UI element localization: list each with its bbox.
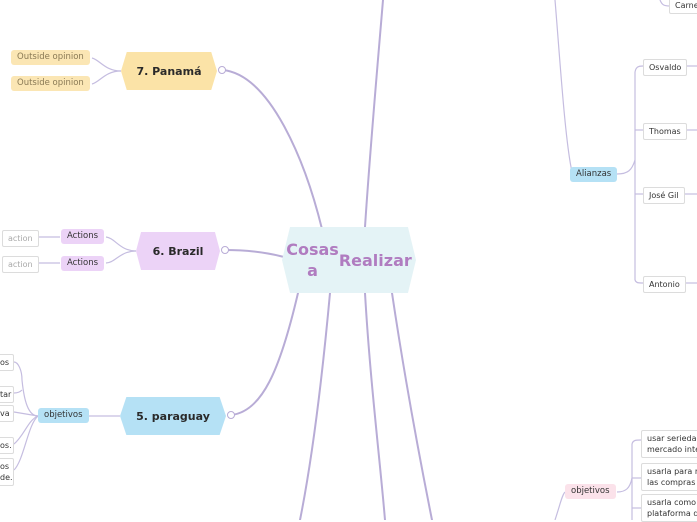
- clipped-item-2[interactable]: tar: [0, 386, 14, 403]
- topic-paraguay[interactable]: 5. paraguay: [120, 397, 226, 435]
- subtopic-carne-clipped[interactable]: Carne: [669, 0, 697, 14]
- collapse-toggle-paraguay[interactable]: [227, 411, 235, 419]
- central-topic-line2: Realizar: [338, 250, 412, 270]
- subtopic-outside-opinion-1[interactable]: Outside opinion: [11, 50, 90, 65]
- objetivo-item-2[interactable]: usarla para re las compras: [641, 463, 697, 491]
- collapse-toggle-brazil[interactable]: [221, 246, 229, 254]
- topic-brazil[interactable]: 6. Brazil: [136, 232, 220, 270]
- action-item-2[interactable]: action: [2, 256, 39, 273]
- clipped-item-4[interactable]: os.: [0, 437, 14, 454]
- clipped-item-3[interactable]: va: [0, 405, 14, 422]
- central-topic[interactable]: Cosas a Realizar: [282, 227, 416, 293]
- person-antonio[interactable]: Antonio: [643, 276, 686, 293]
- central-topic-line1: Cosas a: [286, 240, 339, 280]
- subtopic-actions-2[interactable]: Actions: [61, 256, 105, 271]
- clipped-item-1[interactable]: os: [0, 354, 14, 371]
- subtopic-outside-opinion-2[interactable]: Outside opinion: [11, 76, 90, 91]
- person-osvaldo[interactable]: Osvaldo: [643, 59, 688, 76]
- objetivo-item-1[interactable]: usar seriedad mercado inter: [641, 430, 697, 458]
- collapse-toggle-panama[interactable]: [218, 66, 226, 74]
- subtopic-actions-1[interactable]: Actions: [61, 229, 105, 244]
- topic-panama[interactable]: 7. Panamá: [121, 52, 217, 90]
- person-jose-gil[interactable]: José Gil: [643, 187, 685, 204]
- action-item-1[interactable]: action: [2, 230, 39, 247]
- subtopic-alianzas[interactable]: Alianzas: [570, 167, 618, 182]
- subtopic-objetivos-left[interactable]: objetivos: [38, 408, 89, 423]
- clipped-item-5[interactable]: os de.: [0, 458, 14, 486]
- person-thomas[interactable]: Thomas: [643, 123, 687, 140]
- subtopic-objetivos-right[interactable]: objetivos: [565, 484, 616, 499]
- objetivo-item-3[interactable]: usarla como plataforma de: [641, 494, 697, 522]
